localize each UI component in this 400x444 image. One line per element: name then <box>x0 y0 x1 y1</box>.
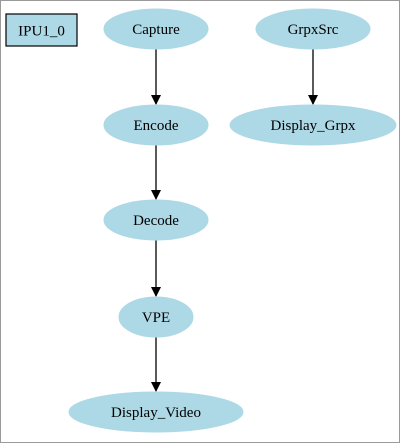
node-display-grpx: Display_Grpx <box>229 104 397 146</box>
node-label-decode: Decode <box>133 213 179 229</box>
node-display-video: Display_Video <box>68 391 244 433</box>
cluster-label: IPU1_0 <box>18 24 65 40</box>
node-label-capture: Capture <box>132 22 180 38</box>
node-label-encode: Encode <box>134 118 179 134</box>
node-decode: Decode <box>103 199 209 241</box>
node-shape-encode <box>103 104 209 146</box>
node-grpxsrc: GrpxSrc <box>255 8 371 50</box>
node-encode: Encode <box>103 104 209 146</box>
node-label-display-video: Display_Video <box>111 405 201 421</box>
node-shape-vpe <box>118 296 194 338</box>
node-shape-display-grpx <box>229 104 397 146</box>
cluster-box: IPU1_0 <box>5 13 78 47</box>
node-shape-capture <box>103 8 209 50</box>
edges <box>151 49 318 392</box>
node-vpe: VPE <box>118 296 194 338</box>
node-capture: Capture <box>103 8 209 50</box>
node-shape-grpxsrc <box>255 8 371 50</box>
node-label-grpxsrc: GrpxSrc <box>288 22 339 38</box>
node-shape-display-video <box>68 391 244 433</box>
node-label-vpe: VPE <box>142 310 170 326</box>
node-label-display-grpx: Display_Grpx <box>271 118 356 134</box>
node-shape-decode <box>103 199 209 241</box>
